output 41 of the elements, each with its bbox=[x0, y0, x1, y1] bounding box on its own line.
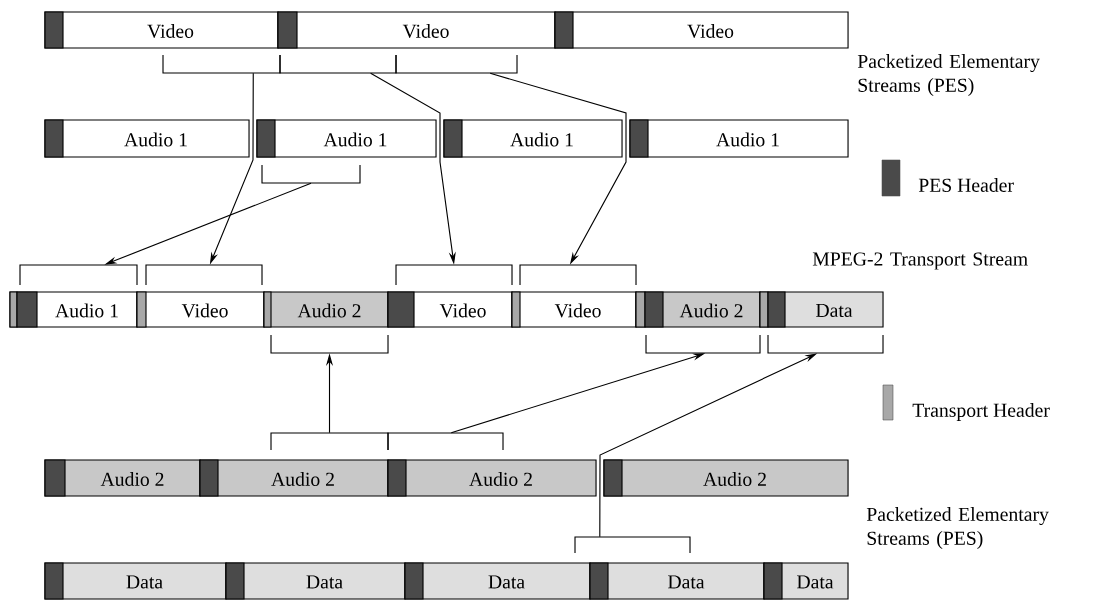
stream-label: Packetized Elementary Streams (PES) bbox=[866, 507, 1049, 549]
bracket bbox=[519, 264, 637, 286]
legend-label: Transport Header bbox=[912, 403, 1050, 421]
packet-box: Data bbox=[759, 291, 884, 328]
packet-box: Video bbox=[136, 291, 265, 328]
packet-box: Audio 2 bbox=[199, 459, 389, 497]
stream-label: Packetized Elementary Streams (PES) bbox=[857, 54, 1040, 96]
bracket bbox=[270, 432, 389, 451]
bracket bbox=[395, 54, 518, 74]
packet-box: Audio 1 bbox=[256, 119, 437, 158]
bracket bbox=[387, 432, 504, 451]
bracket bbox=[574, 536, 691, 554]
bracket bbox=[645, 334, 761, 354]
bracket bbox=[162, 54, 281, 74]
packet-box: Video bbox=[387, 291, 513, 328]
packet-box: Audio 1 bbox=[44, 119, 250, 158]
packet-box: Audio 1 bbox=[629, 119, 849, 158]
packet-box: Audio 2 bbox=[44, 459, 201, 497]
bracket bbox=[270, 334, 389, 354]
legend-label: PES Header bbox=[918, 178, 1014, 192]
stream-label: MPEG-2 Transport Stream bbox=[812, 252, 1028, 270]
packet-box: Audio 2 bbox=[387, 459, 597, 497]
packet-box: Audio 2 bbox=[635, 291, 761, 328]
packet-box: Audio 1 bbox=[443, 119, 623, 158]
bracket bbox=[395, 264, 513, 286]
bracket bbox=[279, 54, 397, 74]
packet-box: Video bbox=[277, 11, 556, 49]
packet-box: Data bbox=[44, 562, 227, 600]
packet-box: Audio 2 bbox=[603, 459, 849, 497]
packet-box: Video bbox=[44, 11, 279, 49]
bracket bbox=[19, 264, 138, 286]
packet-box: Audio 2 bbox=[263, 291, 389, 328]
packet-box: Video bbox=[554, 11, 849, 49]
bracket bbox=[767, 334, 884, 354]
packet-box: Data bbox=[404, 562, 591, 600]
packet-box: Data bbox=[763, 562, 849, 600]
packet-box: Data bbox=[225, 562, 406, 600]
bracket bbox=[145, 264, 263, 286]
packet-box: Video bbox=[511, 291, 637, 328]
packet-box: Audio 1 bbox=[9, 291, 138, 328]
bracket bbox=[261, 164, 361, 184]
